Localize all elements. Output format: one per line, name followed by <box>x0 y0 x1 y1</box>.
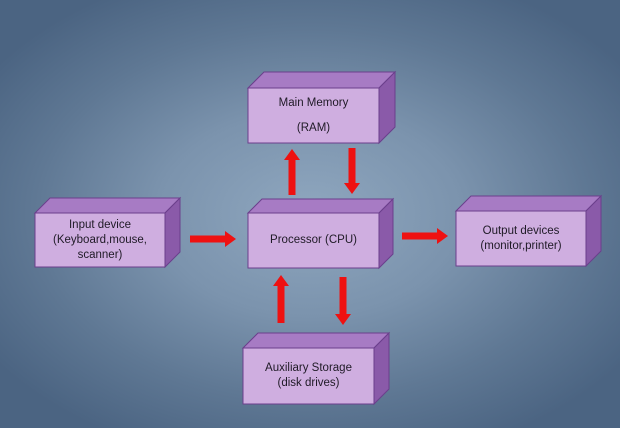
arrow-cpu-to-storage <box>335 277 351 325</box>
input-device-front-face <box>34 212 166 268</box>
auxiliary-storage-front-face <box>242 347 375 405</box>
input-device-title: Input device <box>68 218 131 231</box>
auxiliary-storage-title: Auxiliary Storage <box>265 362 352 374</box>
main-memory-label: Main Memory (RAM) <box>248 88 379 143</box>
output-devices-top-face <box>454 195 603 212</box>
arrow-cpu-to-memory <box>284 149 300 195</box>
arrow-cpu-to-output <box>402 228 448 244</box>
main-memory-title: Main Memory <box>278 96 349 109</box>
arrow-storage-to-cpu <box>273 275 289 323</box>
output-devices-box <box>454 194 603 268</box>
main-memory-top-face <box>246 71 397 89</box>
arrow-memory-to-cpu <box>344 148 360 194</box>
auxiliary-storage-subtitle: (disk drives) <box>277 377 340 389</box>
arrow-input-to-cpu <box>190 231 236 247</box>
input-device-top-face <box>33 197 182 214</box>
boxes-layer <box>33 70 603 406</box>
main-memory-subtitle: (RAM) <box>296 121 331 134</box>
output-devices-front-face <box>455 210 587 267</box>
output-devices-label: Output devices (monitor,printer) <box>456 211 586 266</box>
input-device-examples-2: scanner) <box>77 248 123 261</box>
arrows-layer <box>190 148 448 325</box>
auxiliary-storage-label: Auxiliary Storage (disk drives) <box>243 348 374 404</box>
input-device-label: Input device (Keyboard,mouse, scanner) <box>35 213 165 267</box>
cpu-title: Processor (CPU) <box>270 234 357 246</box>
auxiliary-storage-box <box>241 331 391 406</box>
output-devices-title: Output devices <box>482 224 560 237</box>
cpu-label: Processor (CPU) <box>248 213 379 268</box>
auxiliary-storage-top-face <box>241 332 391 349</box>
main-memory-front-face <box>247 87 380 144</box>
output-devices-examples: (monitor,printer) <box>480 239 562 252</box>
cpu-front-face <box>247 212 380 269</box>
cpu-box <box>246 197 395 270</box>
main-memory-box <box>246 70 397 145</box>
input-device-box <box>33 196 182 269</box>
input-device-examples-1: (Keyboard,mouse, <box>53 233 147 246</box>
cpu-top-face <box>246 198 395 214</box>
